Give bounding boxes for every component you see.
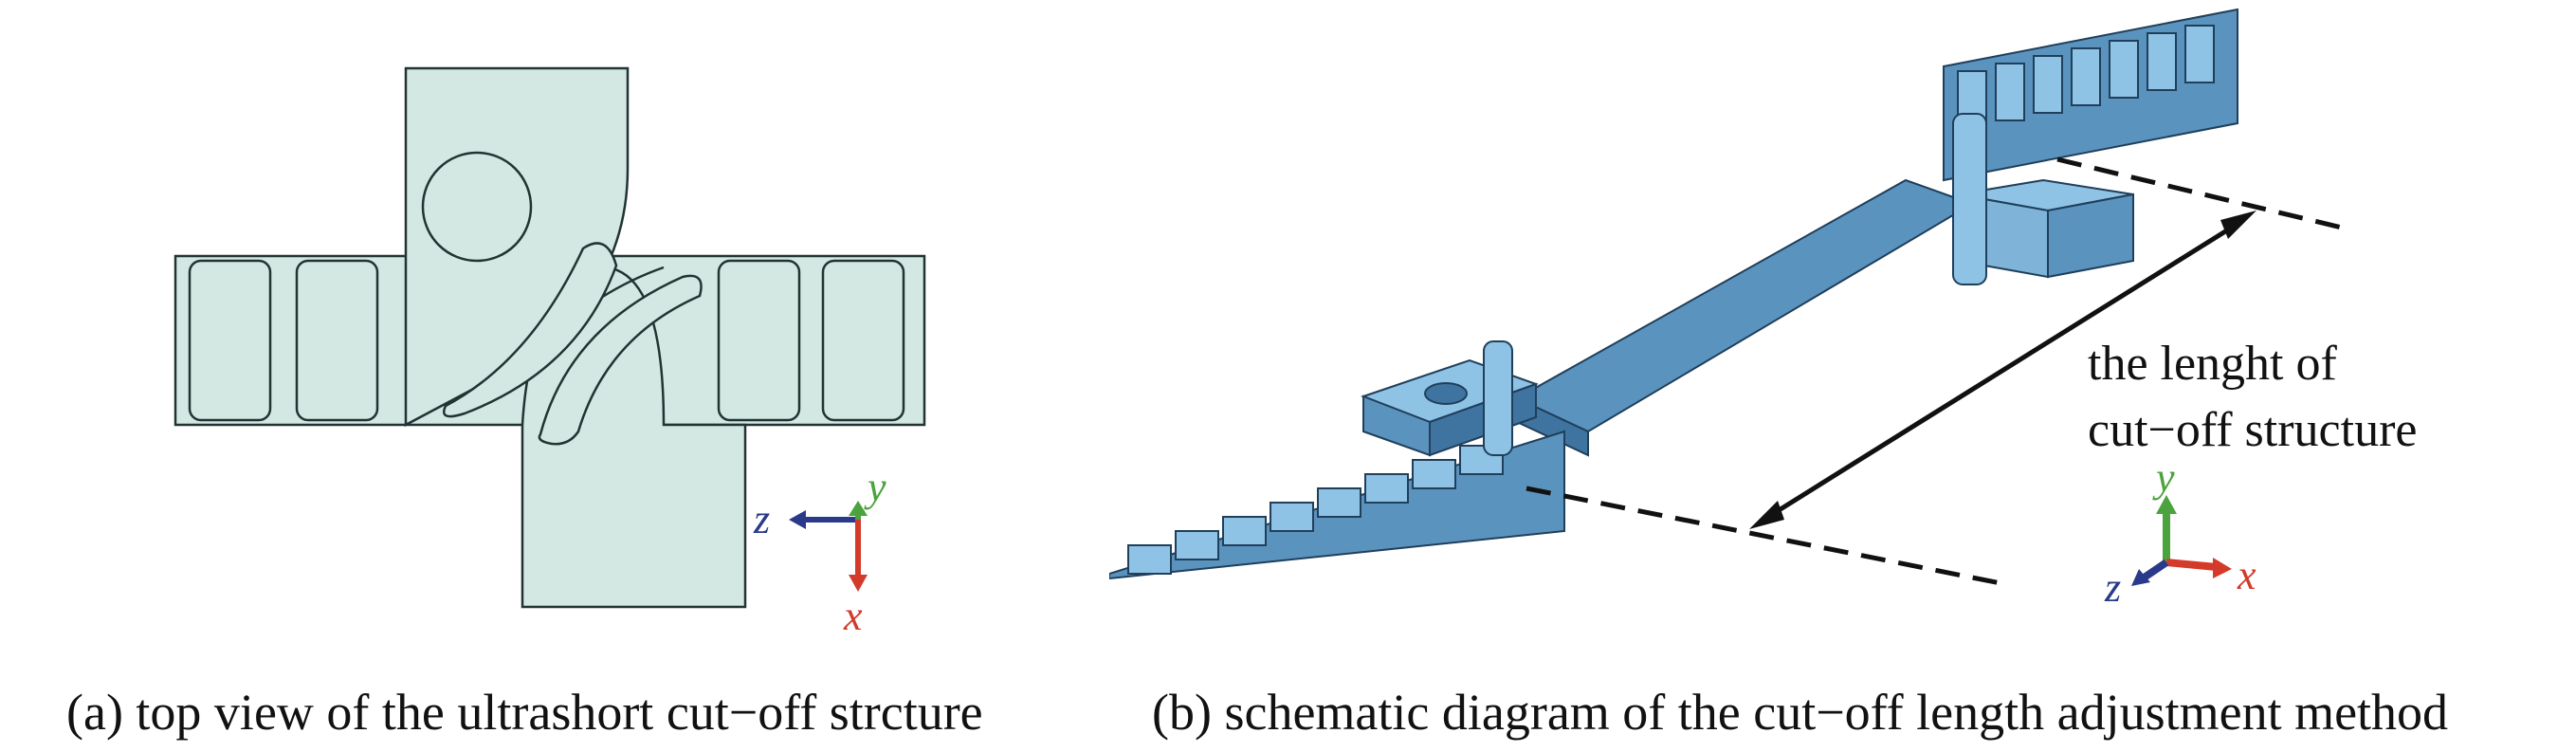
axis-y-label: y — [868, 464, 886, 510]
annotation-line-1: the lenght of — [2088, 337, 2337, 391]
panel-b-schematic: the lenght of cut−off structure y x z (b… — [1109, 0, 2576, 752]
length-arrow-head-lower — [1749, 501, 1784, 529]
coupling-hole — [421, 151, 533, 263]
caption-a: (a) top view of the ultrashort cut−off s… — [66, 684, 983, 741]
length-arrow-head-upper — [2220, 211, 2256, 239]
dashed-reference-lower — [1526, 486, 2001, 586]
arc-slot-upper — [443, 242, 618, 418]
axis-z-label: z — [2105, 564, 2122, 611]
caption-b: (b) schematic diagram of the cut−off len… — [1152, 684, 2449, 741]
length-arrow — [1766, 221, 2239, 520]
slot-resonator — [717, 259, 801, 422]
schematic-drawing — [1109, 8, 2343, 586]
annotation-line-2: cut−off structure — [2088, 403, 2418, 457]
axis-z-label: z — [754, 496, 771, 542]
upper-end-block — [1952, 113, 2134, 285]
axis-triad-a — [789, 501, 868, 592]
cutoff-beam — [1514, 178, 1975, 433]
top-view-drawing — [174, 66, 926, 609]
slot-resonator — [295, 259, 379, 422]
panel-a-top-view: y z x (a) top view of the ultrashort cut… — [0, 0, 1109, 752]
lower-end-block — [1361, 340, 1539, 457]
dashed-reference-upper — [2056, 156, 2343, 230]
lower-comb-teeth — [1127, 445, 1504, 575]
axis-x-label: x — [2238, 552, 2256, 598]
axis-y-label: y — [2156, 454, 2175, 501]
slot-resonator — [188, 259, 272, 422]
axis-x-label: x — [844, 593, 863, 639]
arc-slot-lower — [538, 274, 703, 446]
axis-triad-b — [2131, 495, 2232, 586]
slot-resonator — [821, 259, 905, 422]
